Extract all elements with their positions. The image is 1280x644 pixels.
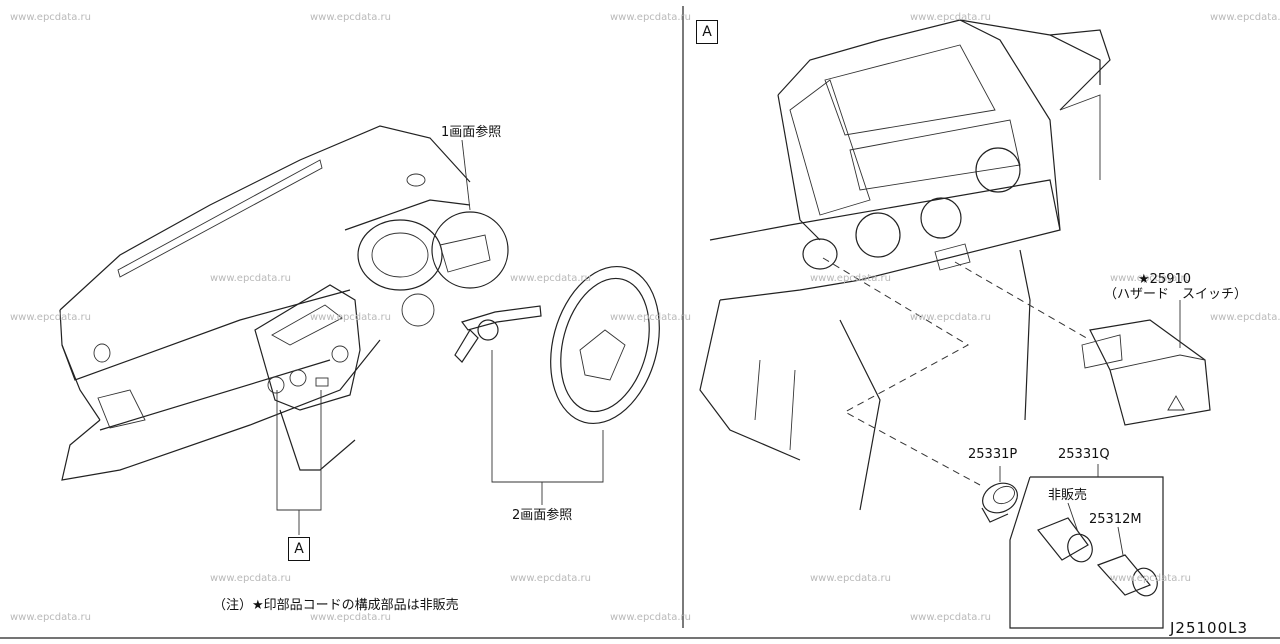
socket-25331p-drawing <box>981 482 1018 523</box>
combination-switch-drawing <box>454 305 542 363</box>
watermark: www.epcdata.ru <box>310 12 391 23</box>
watermark: www.epcdata.ru <box>610 312 691 323</box>
watermark: www.epcdata.ru <box>1210 12 1280 23</box>
watermark: www.epcdata.ru <box>10 312 91 323</box>
leader-25312m <box>1117 526 1124 556</box>
watermark: www.epcdata.ru <box>910 312 991 323</box>
watermark: www.epcdata.ru <box>1210 312 1280 323</box>
part-25312m-label: 25312M <box>1089 512 1142 527</box>
watermark: www.epcdata.ru <box>310 312 391 323</box>
bracket-a <box>276 390 322 511</box>
watermark: www.epcdata.ru <box>310 612 391 623</box>
watermark: www.epcdata.ru <box>1110 573 1191 584</box>
watermark: www.epcdata.ru <box>1110 273 1191 284</box>
watermark: www.epcdata.ru <box>210 573 291 584</box>
leader-page1 <box>461 139 471 211</box>
watermark: www.epcdata.ru <box>210 273 291 284</box>
footnote: （注）★印部品コードの構成部品は非販売 <box>213 598 459 613</box>
watermark: www.epcdata.ru <box>910 612 991 623</box>
watermark: www.epcdata.ru <box>510 573 591 584</box>
watermark: www.epcdata.ru <box>610 612 691 623</box>
part-25331q-label: 25331Q <box>1058 447 1110 462</box>
dashed-guide-switch <box>954 261 1091 341</box>
watermark: www.epcdata.ru <box>910 12 991 23</box>
ref-see-page1-label: 1画面参照 <box>441 125 502 140</box>
leader-not-sold <box>1067 502 1079 533</box>
drawing-number: J25100L3 <box>1170 619 1249 637</box>
not-sold-label: 非販売 <box>1048 488 1088 503</box>
part-25910-name: （ハザード スイッチ） <box>1104 287 1248 302</box>
hazard-switch-drawing <box>1081 319 1211 426</box>
bracket-page2 <box>491 350 604 483</box>
ref-see-page2-label: 2画面参照 <box>512 508 573 523</box>
callout-box-a-left: A <box>288 537 310 561</box>
watermark: www.epcdata.ru <box>810 273 891 284</box>
socket-body-drawing <box>1037 517 1093 563</box>
steering-wheel-drawing <box>550 265 660 425</box>
watermark: www.epcdata.ru <box>510 273 591 284</box>
dashed-guide-socket <box>822 257 981 486</box>
part-25331p-label: 25331P <box>968 447 1018 462</box>
console-detail-drawing <box>699 19 1111 511</box>
group-box-25331q <box>1009 476 1164 629</box>
dashboard-drawing <box>59 125 509 481</box>
callout-box-a-right: A <box>696 20 718 44</box>
watermark: www.epcdata.ru <box>10 12 91 23</box>
watermark: www.epcdata.ru <box>610 12 691 23</box>
part-25910-code: ★25910 <box>1138 272 1192 287</box>
watermark: www.epcdata.ru <box>10 612 91 623</box>
lighter-25312m-drawing <box>1096 554 1158 597</box>
watermark: www.epcdata.ru <box>810 573 891 584</box>
